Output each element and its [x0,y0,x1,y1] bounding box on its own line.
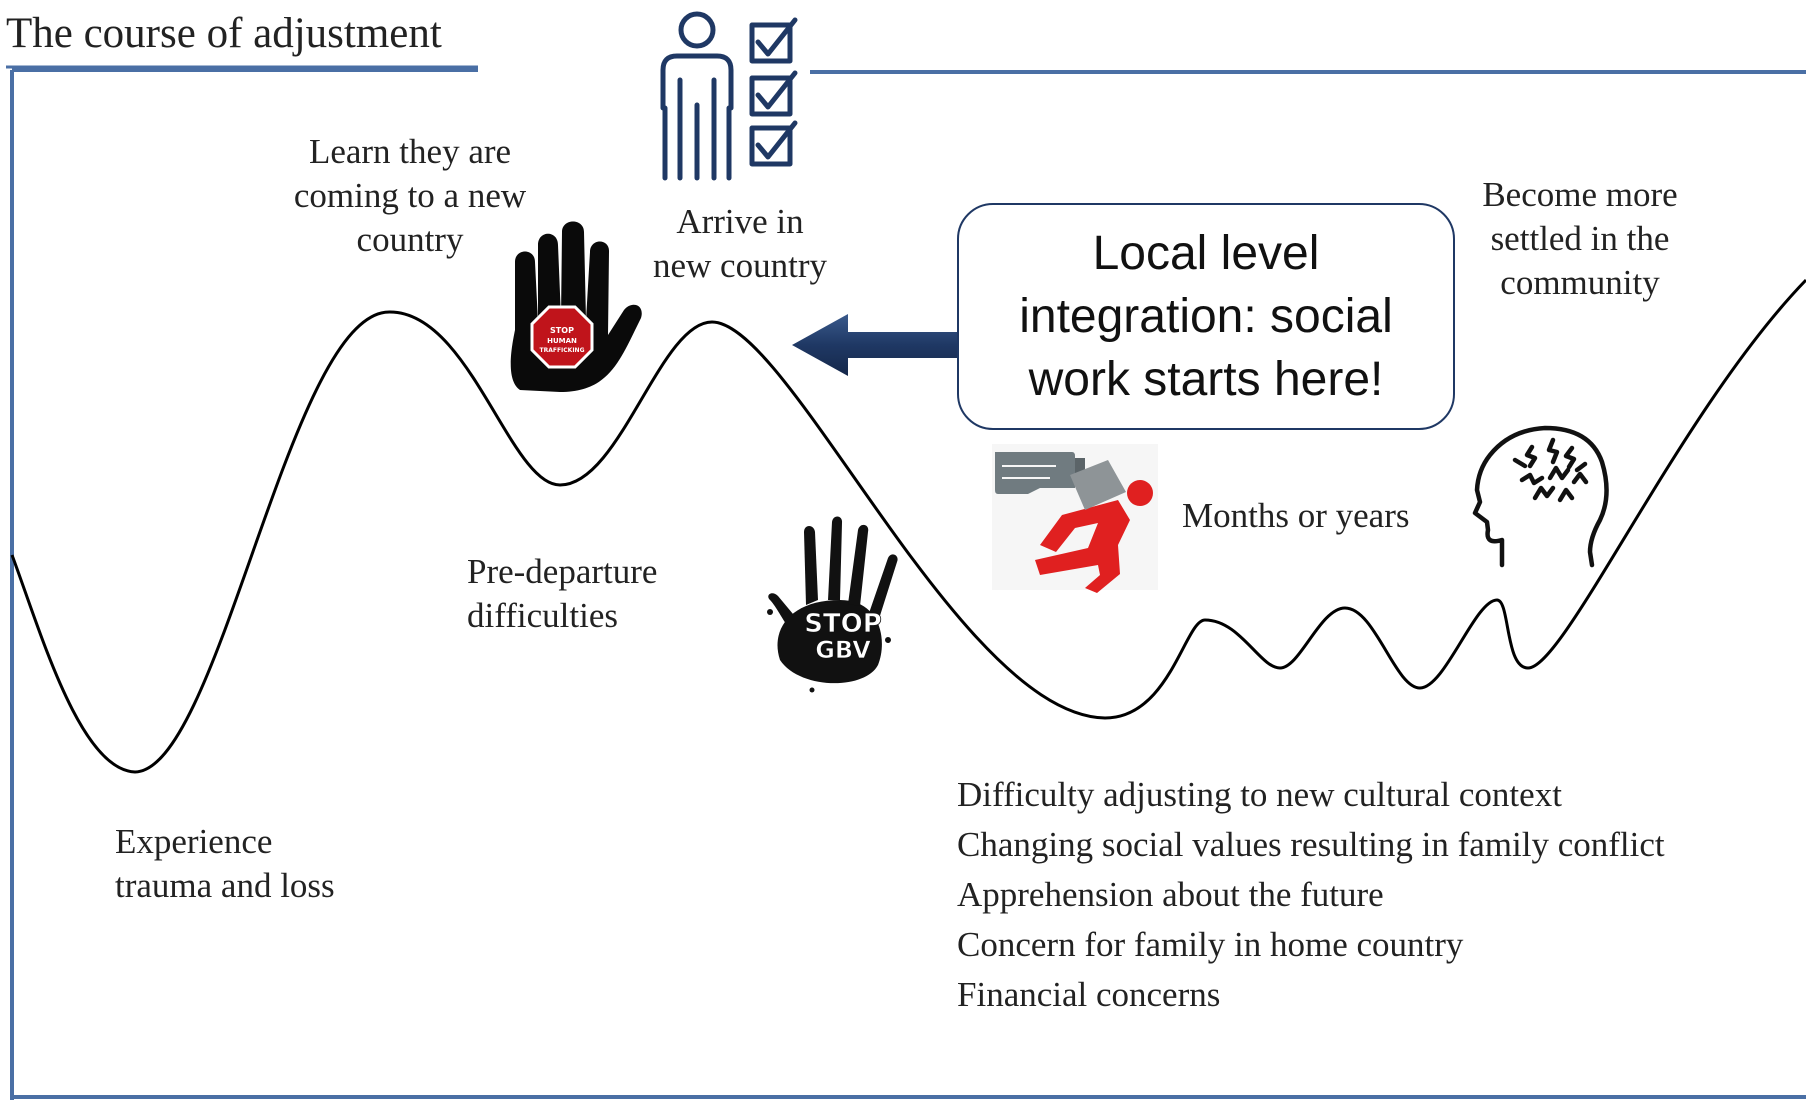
finger-lines [1002,465,1056,479]
label-learn-line-3: country [356,220,464,259]
stop-trafficking-text-1: STOP [550,326,574,335]
stop-human-trafficking-hand-icon: STOP HUMAN TRAFFICKING [510,221,642,392]
difficulties-list: Difficulty adjusting to new cultural con… [957,770,1665,1020]
pointing-hand [995,452,1085,494]
person-checklist-icon [660,11,798,181]
label-months: Months or years [1182,496,1410,535]
stop-gbv-text-1: STOP [804,609,882,639]
callout-text: Local level integration: social work sta… [1019,222,1393,411]
pointing-hand-runner-icon [992,444,1158,593]
label-settled-line-3: community [1500,263,1660,302]
label-arrive-line-1: Arrive in [676,202,804,241]
label-trauma: Experience trauma and loss [115,820,395,908]
label-settled-line-1: Become more [1482,175,1678,214]
stop-trafficking-text-3: TRAFFICKING [539,347,584,354]
label-arrive-line-2: new country [653,246,827,285]
left-arrow [792,314,957,376]
difficulty-item: Concern for family in home country [957,925,1464,964]
label-predeparture: Pre-departure difficulties [467,550,727,638]
label-settled-line-2: settled in the [1490,219,1670,258]
label-predeparture-line-1: Pre-departure [467,552,658,591]
runner [1035,480,1153,593]
difficulty-item: Financial concerns [957,975,1221,1014]
adjustment-curve [10,278,1806,774]
label-trauma-line-1: Experience [115,822,273,861]
label-learn-line-1: Learn they are [308,132,512,171]
label-arrive: Arrive in new country [610,200,870,288]
label-learn-line-2: coming to a new [293,176,527,215]
callout-box: Local level integration: social work sta… [957,203,1455,430]
label-learn: Learn they are coming to a new country [270,130,550,262]
stop-trafficking-text-2: HUMAN [547,337,577,345]
label-settled: Become more settled in the community [1440,173,1720,305]
label-trauma-line-2: trauma and loss [115,866,335,905]
difficulty-item: Changing social values resulting in fami… [957,825,1665,864]
page-title: The course of adjustment [6,10,442,57]
frame [10,68,1806,1100]
callout-line-2: integration: social [1019,290,1393,343]
callout-line-1: Local level [1092,227,1320,280]
stressed-head-icon [1472,425,1609,568]
label-predeparture-line-2: difficulties [467,596,618,635]
stop-gbv-handprint-icon: STOP GBV [767,516,898,693]
difficulty-item: Difficulty adjusting to new cultural con… [957,775,1562,814]
stop-sign [530,305,594,369]
stop-gbv-text-2: GBV [815,636,871,664]
difficulty-item: Apprehension about the future [957,875,1384,914]
callout-line-3: work starts here! [1028,353,1384,406]
backpack [1070,460,1126,510]
